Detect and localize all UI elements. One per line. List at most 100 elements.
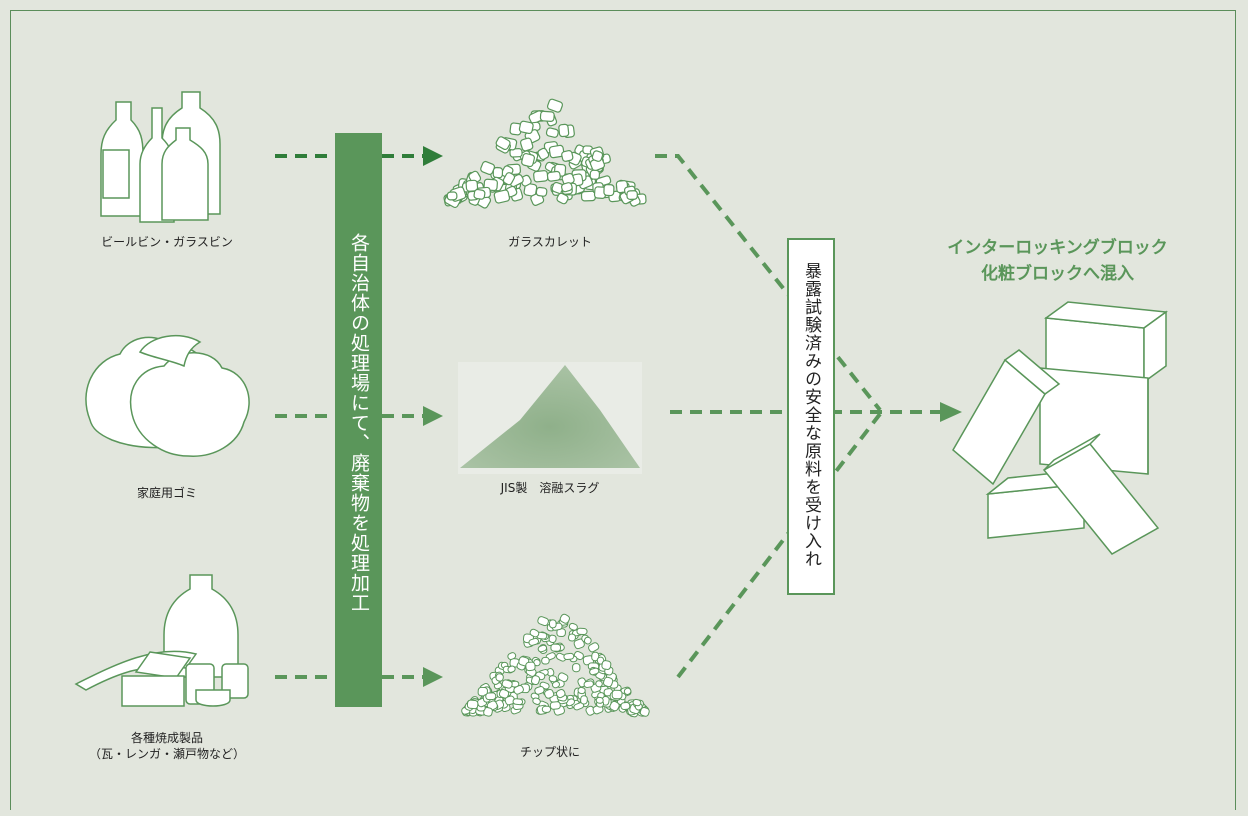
cullet-piece <box>556 192 569 205</box>
diagram-frame <box>10 10 1236 810</box>
chip-piece <box>548 675 558 683</box>
cullet-piece <box>558 123 570 138</box>
chip-piece <box>563 652 575 661</box>
cullet-piece <box>626 190 638 200</box>
chip-piece <box>548 634 557 643</box>
acceptance-box-text: 暴露試験済みの安全な原料を受け入れ <box>801 262 821 568</box>
chip-pile <box>461 613 650 718</box>
cullet-piece <box>546 170 561 182</box>
flow-arrows <box>275 154 945 679</box>
cullet-piece <box>495 136 511 151</box>
chip-piece <box>583 680 594 688</box>
chip-piece <box>537 644 548 653</box>
glass-cullet-pile <box>443 98 647 209</box>
cullet-piece <box>535 186 548 197</box>
chip-piece <box>485 692 497 701</box>
cullet-piece <box>493 189 511 204</box>
blocks-illustration <box>952 301 1169 555</box>
chip-piece <box>555 688 566 699</box>
chip-piece <box>477 686 488 697</box>
chip-label: チップ状に <box>519 745 580 759</box>
chip-piece <box>544 688 555 699</box>
cullet-piece <box>521 152 536 168</box>
ceramics-illustration <box>74 574 249 707</box>
chip-piece <box>583 636 592 645</box>
chip-piece <box>507 652 517 660</box>
chip-piece <box>541 705 552 713</box>
ceramics-label-line1: 各種焼成製品 <box>130 731 203 745</box>
chip-piece <box>623 687 632 695</box>
chip-piece <box>576 627 588 636</box>
chip-piece <box>534 686 545 695</box>
chip-piece <box>498 689 510 699</box>
chip-piece <box>550 643 562 652</box>
chip-piece <box>577 686 586 695</box>
cullet-piece <box>502 172 516 186</box>
chip-piece <box>532 697 541 705</box>
chip-piece <box>537 616 549 627</box>
cullet-piece <box>539 110 555 122</box>
cullet-piece <box>473 188 486 200</box>
chip-piece <box>551 681 560 689</box>
acceptance-box: 暴露試験済みの安全な原料を受け入れ <box>787 238 835 595</box>
chip-piece <box>611 689 623 700</box>
chip-piece <box>528 637 540 646</box>
chip-piece <box>530 675 541 686</box>
chip-piece <box>507 665 516 673</box>
arrow-heads <box>423 146 962 687</box>
garbage-label: 家庭用ゴミ <box>136 486 197 500</box>
chip-piece <box>549 701 561 710</box>
cullet-piece <box>480 160 496 175</box>
cullet-label: ガラスカレット <box>508 235 592 249</box>
chip-piece <box>572 663 581 673</box>
chip-piece <box>639 707 650 717</box>
chip-piece <box>501 679 513 689</box>
cullet-piece <box>589 169 601 180</box>
chip-piece <box>620 702 631 710</box>
cullet-piece <box>546 98 564 113</box>
chip-piece <box>525 661 536 672</box>
cullet-piece <box>533 170 549 183</box>
chip-piece <box>588 642 600 653</box>
chip-piece <box>541 656 550 665</box>
chip-piece <box>557 672 569 683</box>
cullet-piece <box>603 184 615 197</box>
cullet-piece <box>518 120 534 135</box>
chip-piece <box>568 622 578 631</box>
chip-piece <box>495 673 504 682</box>
slag-label: JIS製 溶融スラグ <box>500 481 600 495</box>
cullet-piece <box>446 191 458 201</box>
cullet-piece <box>560 182 573 193</box>
chip-piece <box>559 613 570 624</box>
chip-piece <box>595 680 603 688</box>
chip-piece <box>580 695 588 705</box>
destination-title: インターロッキングブロック 化粧ブロックへ混入 <box>930 235 1185 287</box>
chip-piece <box>601 660 612 670</box>
cullet-piece <box>465 179 479 192</box>
chip-piece <box>589 667 600 676</box>
destination-title-line2: 化粧ブロックへ混入 <box>981 264 1134 284</box>
bottles-illustration <box>100 91 221 223</box>
destination-title-line1: インターロッキングブロック <box>947 238 1168 258</box>
processing-bar: 各自治体の処理場にて、廃棄物を処理加工 <box>335 133 382 707</box>
chip-piece <box>568 633 576 642</box>
cullet-piece <box>492 167 504 179</box>
cullet-piece <box>545 127 559 138</box>
chip-piece <box>603 676 614 688</box>
chip-piece <box>632 698 642 707</box>
chip-piece <box>609 700 620 712</box>
bottles-label: ビールビン・ガラスビン <box>101 235 233 249</box>
chip-piece <box>595 696 604 704</box>
chip-piece <box>529 628 540 638</box>
chip-piece <box>548 619 557 629</box>
cullet-piece <box>519 137 534 152</box>
chip-piece <box>512 698 524 706</box>
cullet-piece <box>591 150 604 162</box>
cullet-piece <box>509 148 523 158</box>
ceramics-label-line2: （瓦・レンガ・瀬戸物など） <box>88 747 245 761</box>
garbage-bags-illustration <box>85 334 250 457</box>
cullet-piece <box>537 147 550 161</box>
chip-piece <box>466 699 479 710</box>
